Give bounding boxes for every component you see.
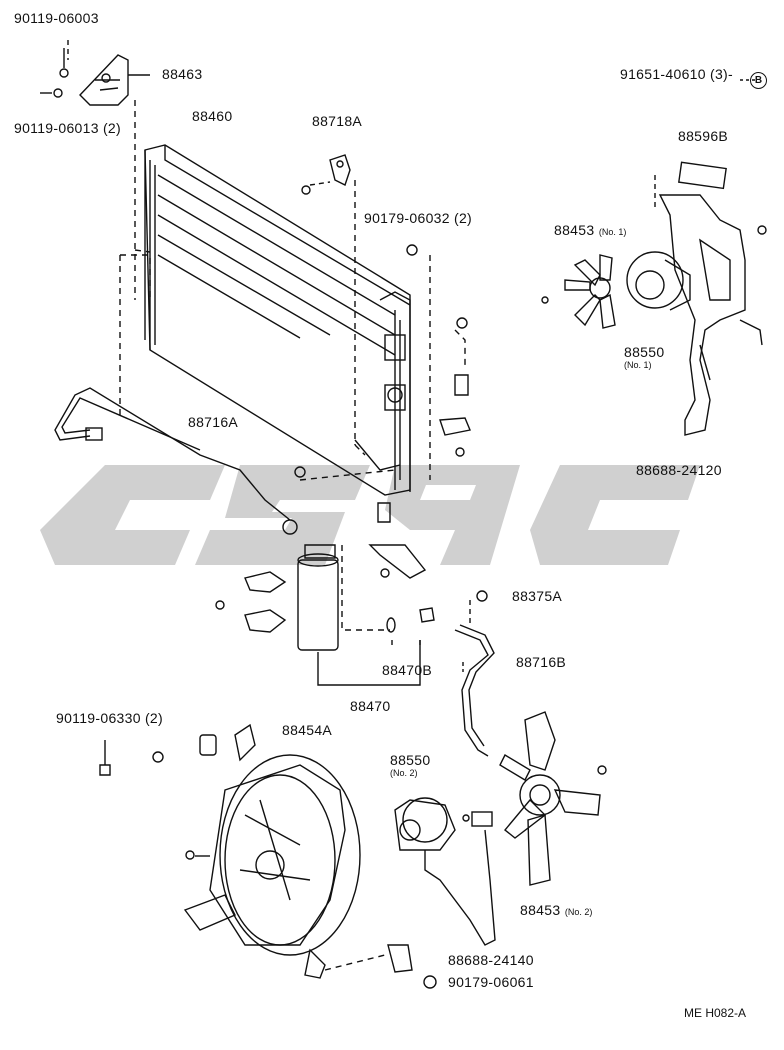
part-number: 88453	[554, 222, 595, 238]
fan-motor-no2-drawing	[394, 797, 496, 946]
label-clip-88375A: 88375A	[512, 588, 563, 604]
label-screw-91651-40610: 91651-40610 (3)-	[620, 66, 733, 82]
reference-circle-b: B	[750, 72, 767, 89]
receiver-drier-88470-drawing	[215, 544, 435, 686]
label-bracket-88718A: 88718A	[312, 113, 363, 129]
label-bracket-88688-24140: 88688-24140	[448, 952, 534, 968]
note-motor-no1: (No. 1)	[624, 360, 652, 370]
label-bolt-90119-06003: 90119-06003	[14, 10, 99, 26]
part-note: (No. 2)	[564, 907, 593, 917]
label-fan-88453-no2: 88453 (No. 2)	[520, 902, 592, 920]
part-note: (No. 1)	[598, 227, 627, 237]
part-number: 88453	[520, 902, 561, 918]
label-shroud-88454A: 88454A	[282, 722, 333, 738]
label-motor-88550-no2: 88550	[390, 752, 431, 768]
label-nut-90179-06032: 90179-06032 (2)	[364, 210, 473, 226]
label-bracket-88463: 88463	[162, 66, 203, 82]
fan-blade-no2-drawing	[185, 711, 607, 886]
label-drier-88470: 88470	[350, 698, 391, 714]
pipe-88716B-drawing	[454, 590, 495, 757]
watermark-logo	[40, 465, 700, 565]
label-motor-88550-no1: 88550	[624, 344, 665, 360]
figure-reference: ME H082-A	[684, 1006, 747, 1020]
fan-motor-no1-drawing	[541, 79, 767, 436]
pipe-88716A-drawing	[54, 387, 298, 535]
condenser-88460-drawing	[119, 144, 466, 496]
note-motor-no2: (No. 2)	[390, 768, 418, 778]
bracket-88463-drawing	[40, 40, 150, 300]
label-88596B: 88596B	[678, 128, 729, 144]
label-pipe-88716A: 88716A	[188, 414, 239, 430]
label-nut-90179-06061: 90179-06061	[448, 974, 534, 990]
label-bolt-90119-06330: 90119-06330 (2)	[56, 710, 163, 726]
label-fan-88453-no1: 88453 (No. 1)	[554, 222, 626, 240]
label-pipe-88716B: 88716B	[516, 654, 567, 670]
label-bracket-88688-24120: 88688-24120	[636, 462, 722, 478]
label-bolt-90119-06013: 90119-06013 (2)	[14, 120, 121, 136]
bracket-88718A-drawing	[301, 154, 351, 195]
label-drier-88470B: 88470B	[382, 662, 433, 678]
line-art	[40, 40, 767, 989]
label-condenser-88460: 88460	[192, 108, 233, 124]
fan-shroud-88454A-drawing	[99, 723, 386, 979]
